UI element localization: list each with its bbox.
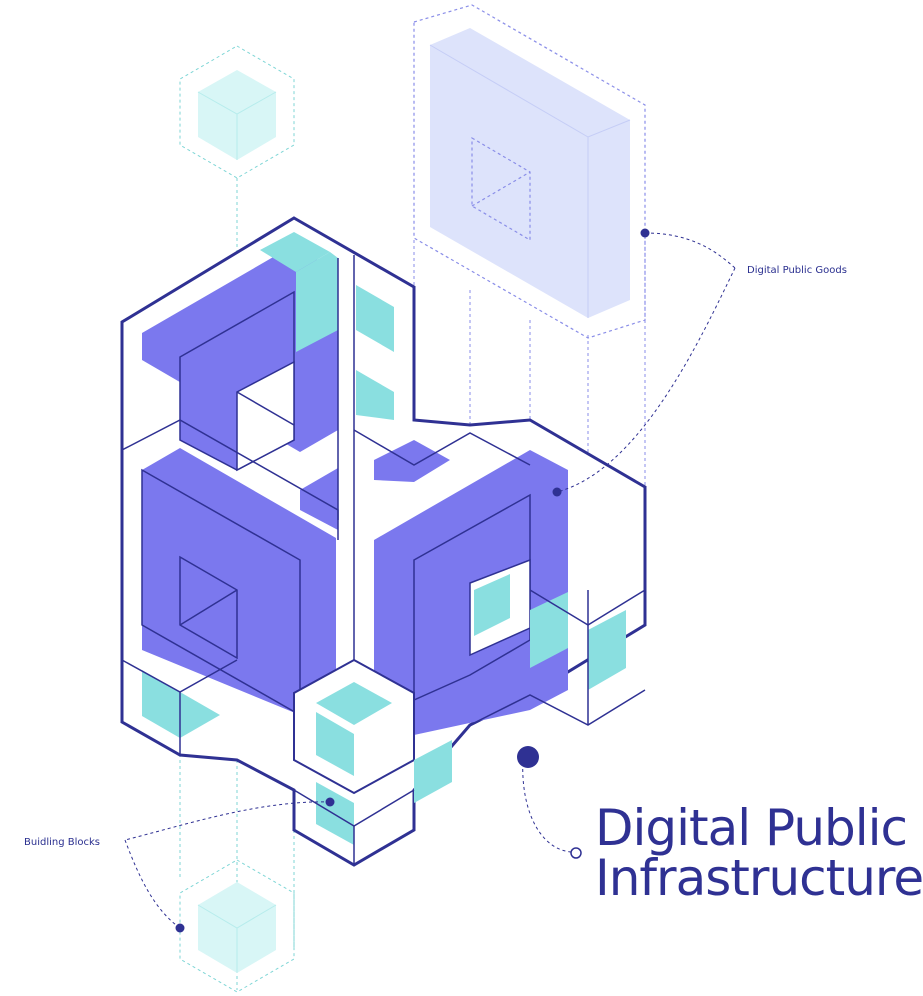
mid-purple-chunk-2 [374, 440, 450, 482]
dpi-title-dot [570, 847, 582, 859]
building-blocks-label: Buidling Blocks [24, 837, 100, 848]
callout-connectors [124, 232, 736, 929]
front-teal-cube-outline [293, 658, 415, 795]
teal-cube-top-1 [260, 232, 330, 272]
assembly-callout-dot [552, 487, 562, 497]
teal-cube-under-1 [316, 782, 354, 845]
teal-cube-right-low-1 [530, 592, 568, 668]
lower-left-window [179, 555, 238, 660]
teal-cube-bottom-left-2 [180, 692, 220, 738]
front-teal-cube-left [316, 712, 354, 776]
digital-public-good-slab [413, 4, 646, 339]
bottom-cube-callout-dot [175, 923, 185, 933]
building-block-top-cube [179, 45, 295, 179]
main-assembly [120, 216, 647, 867]
teal-window-inset [474, 574, 510, 636]
teal-cube-right-low-2 [588, 610, 626, 690]
dpi-title-line1: Digital Public [595, 799, 907, 857]
dpg-callout-dot [640, 228, 650, 238]
dpi-title-line2: Infrastructure [595, 849, 923, 907]
front-teal-cube-top [316, 682, 392, 725]
building-block-callout-dot [325, 797, 335, 807]
teal-cube-right-2 [356, 370, 394, 420]
building-block-bottom-cube [179, 859, 295, 993]
upper-block-notch [236, 360, 295, 472]
dpi-anchor-dot [517, 746, 539, 768]
teal-cube-right-1 [356, 285, 394, 352]
teal-cube-top-2 [296, 252, 338, 352]
teal-cube-under-2 [414, 740, 452, 803]
structural-lines [121, 255, 646, 865]
digital-public-goods-label: Digital Public Goods [747, 265, 847, 276]
